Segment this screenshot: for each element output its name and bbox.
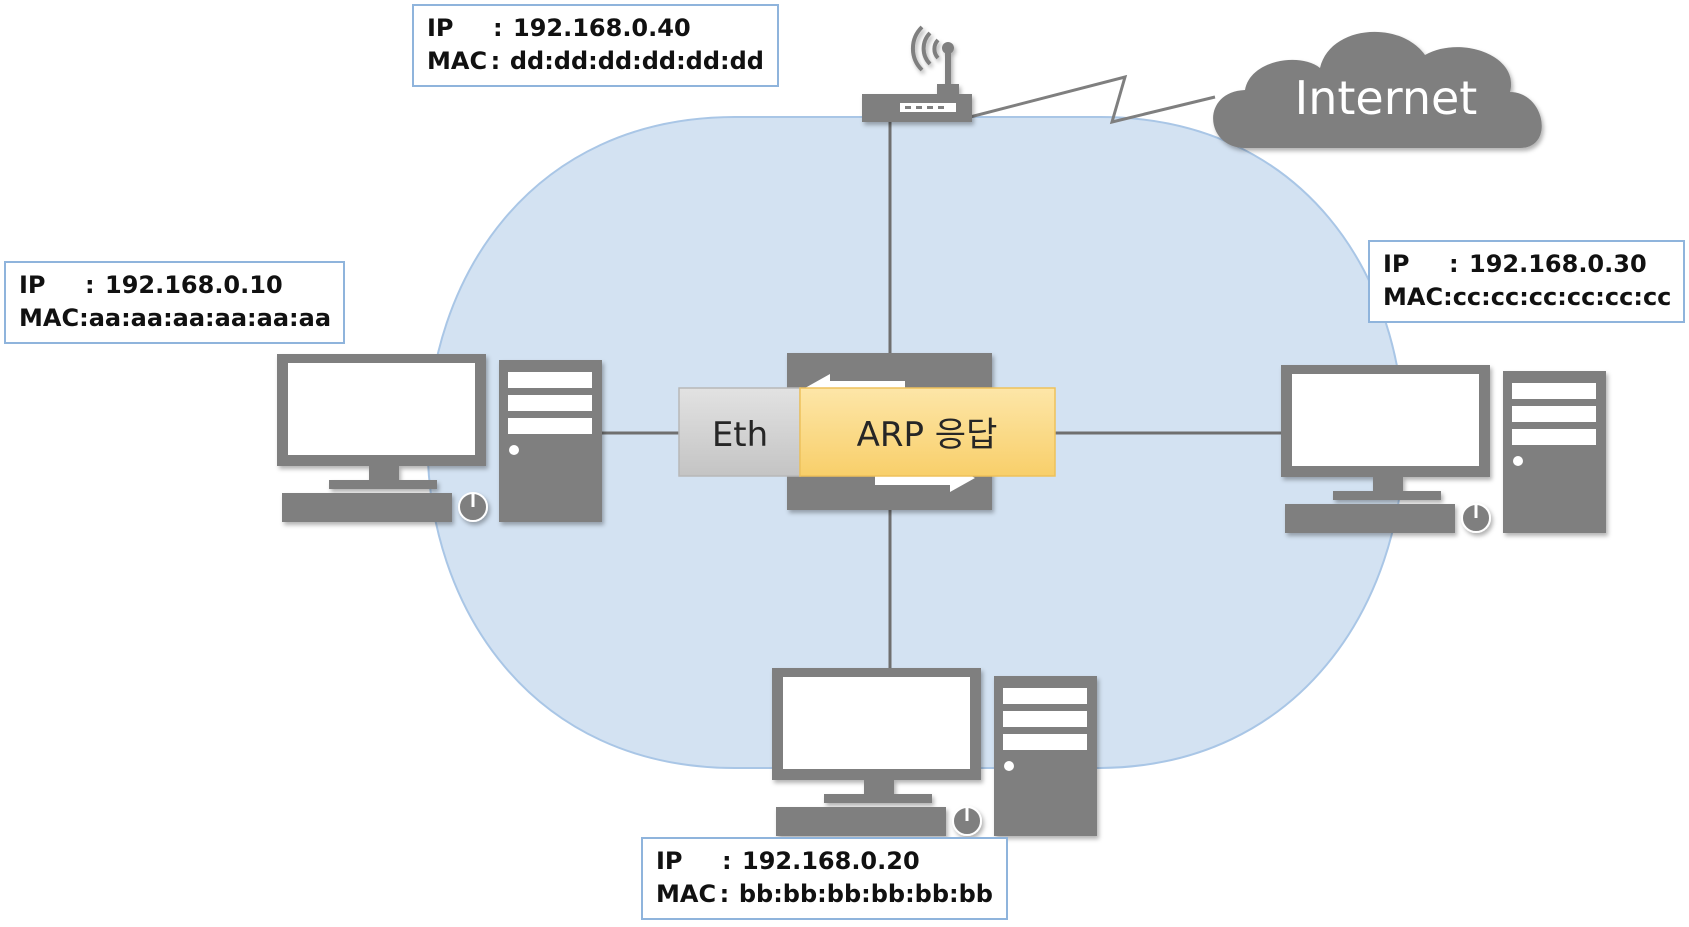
router-icon <box>862 25 972 122</box>
router-ip-row: IP : 192.168.0.40 <box>427 12 764 45</box>
separator: : <box>493 14 503 42</box>
mac-key: MAC <box>1383 283 1444 311</box>
host-b-info-box: IP : 192.168.0.20 MAC : bb:bb:bb:bb:bb:b… <box>641 837 1008 920</box>
mac-key: MAC <box>656 880 717 908</box>
router-ip-value: 192.168.0.40 <box>513 14 691 42</box>
host-c-ip-row: IP : 192.168.0.30 <box>1383 248 1670 281</box>
separator: : <box>722 847 732 875</box>
mac-key: MAC <box>427 47 488 75</box>
host-c-ip-value: 192.168.0.30 <box>1469 250 1647 278</box>
host-a-ip-row: IP : 192.168.0.10 <box>19 269 330 302</box>
host-b-computer-icon <box>772 668 1097 836</box>
separator: : <box>490 47 501 75</box>
host-c-mac-row: MAC : cc:cc:cc:cc:cc:cc <box>1383 281 1672 314</box>
internet-cloud-icon <box>1213 31 1542 148</box>
internet-link <box>969 74 1216 125</box>
eth-label: Eth <box>712 415 768 455</box>
arp-response-label: ARP 응답 <box>857 415 998 455</box>
separator: : <box>1443 283 1453 311</box>
separator: : <box>1449 250 1459 278</box>
host-a-ip-value: 192.168.0.10 <box>105 271 283 299</box>
host-a-mac-value: aa:aa:aa:aa:aa:aa <box>88 304 332 332</box>
ip-key: IP <box>427 14 454 42</box>
router-mac-row: MAC : dd:dd:dd:dd:dd:dd <box>427 45 764 78</box>
router-info-box: IP : 192.168.0.40 MAC : dd:dd:dd:dd:dd:d… <box>412 4 779 87</box>
host-c-mac-value: cc:cc:cc:cc:cc:cc <box>1452 283 1672 311</box>
separator: : <box>79 304 89 332</box>
eth-header-block <box>678 387 801 477</box>
router-mac-value: dd:dd:dd:dd:dd:dd <box>509 47 764 75</box>
internet-label: Internet <box>1295 71 1478 125</box>
ip-key: IP <box>656 847 683 875</box>
network-links <box>580 120 1281 668</box>
host-a-info-box: IP : 192.168.0.10 MAC : aa:aa:aa:aa:aa:a… <box>4 261 345 344</box>
host-b-ip-value: 192.168.0.20 <box>742 847 920 875</box>
mac-key: MAC <box>19 304 80 332</box>
host-b-mac-row: MAC : bb:bb:bb:bb:bb:bb <box>656 878 993 911</box>
host-b-mac-value: bb:bb:bb:bb:bb:bb <box>738 880 993 908</box>
arp-payload-block <box>799 387 1056 477</box>
host-c-computer-icon <box>1281 365 1606 533</box>
separator: : <box>85 271 95 299</box>
ip-key: IP <box>1383 250 1410 278</box>
host-c-info-box: IP : 192.168.0.30 MAC : cc:cc:cc:cc:cc:c… <box>1368 240 1685 323</box>
host-a-mac-row: MAC : aa:aa:aa:aa:aa:aa <box>19 302 332 335</box>
host-a-computer-icon <box>277 354 602 522</box>
separator: : <box>719 880 730 908</box>
host-b-ip-row: IP : 192.168.0.20 <box>656 845 993 878</box>
ip-key: IP <box>19 271 46 299</box>
